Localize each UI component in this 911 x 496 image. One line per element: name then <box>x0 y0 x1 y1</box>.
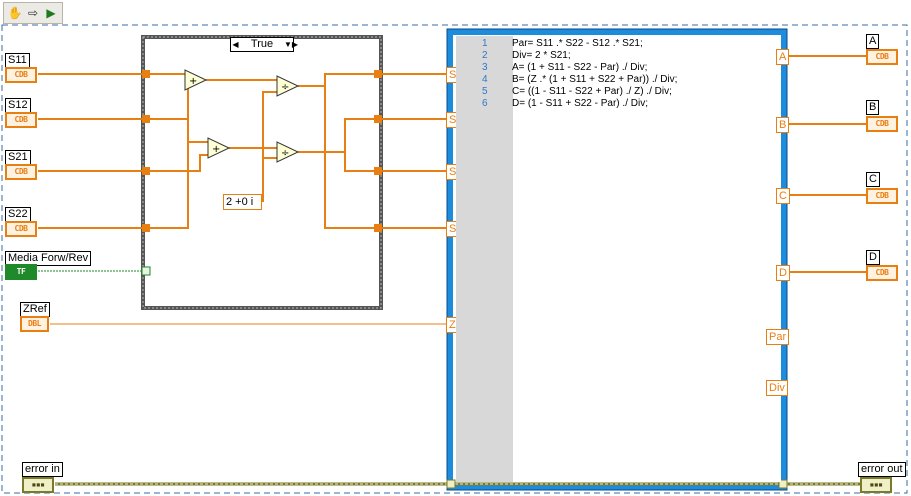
code-line: B= (Z .* (1 + S11 + S22 + Par)) ./ Div; <box>512 74 678 85</box>
s11-control[interactable]: CDB <box>5 67 37 83</box>
formula-output-div: Div <box>766 380 788 396</box>
line-number: 4 <box>482 74 488 85</box>
error-out-tunnel <box>778 479 788 489</box>
s12-control[interactable]: CDB <box>5 112 37 128</box>
formula-output-a: A <box>776 49 790 65</box>
input-wires <box>38 73 146 229</box>
line-number: 2 <box>482 50 488 61</box>
zref-label: ZRef <box>20 302 50 317</box>
formula-output-d: D <box>776 265 790 281</box>
error-in-tunnel <box>446 479 456 489</box>
zref-control[interactable]: DBL <box>20 316 49 332</box>
toolbar: ✋ ⇨ ▶ <box>3 2 63 24</box>
formula-node-frame <box>447 29 787 490</box>
c-label: C <box>866 172 880 187</box>
line-number: 6 <box>482 98 488 109</box>
case-inner-wires <box>150 73 378 229</box>
c-indicator[interactable]: CDB <box>866 188 898 204</box>
case-next-icon[interactable]: ▼▶ <box>284 40 299 49</box>
case-selector-value: True <box>250 38 274 50</box>
line-number-gutter <box>456 36 513 482</box>
formula-output-par: Par <box>766 329 790 345</box>
s12-label: S12 <box>5 98 31 113</box>
s21-label: S21 <box>5 150 31 165</box>
a-label: A <box>866 34 880 49</box>
add-node-1[interactable]: + <box>184 69 208 91</box>
media-label: Media Forw/Rev <box>5 251 92 266</box>
formula-output-b: B <box>776 117 790 133</box>
case-output-wires <box>381 73 448 229</box>
media-control[interactable]: TF <box>5 264 37 280</box>
arrow-right-icon[interactable]: ⇨ <box>27 6 39 20</box>
case-prev-icon[interactable]: ◀ <box>232 40 239 49</box>
code-line: Par= S11 .* S22 - S12 .* S21; <box>512 38 643 49</box>
line-number: 5 <box>482 86 488 97</box>
svg-text:÷: ÷ <box>281 82 289 93</box>
code-line: D= (1 - S11 + S22 - Par) ./ Div; <box>512 98 648 109</box>
complex-constant[interactable]: 2 +0 i <box>223 194 262 210</box>
s11-label: S11 <box>5 53 30 68</box>
d-label: D <box>866 250 880 265</box>
output-wires <box>787 55 868 273</box>
d-indicator[interactable]: CDB <box>866 265 898 281</box>
divide-node-1[interactable]: ÷ <box>276 75 300 97</box>
diagram-frame <box>1 24 908 494</box>
svg-text:+: + <box>212 144 220 155</box>
svg-text:÷: ÷ <box>281 148 289 159</box>
divide-node-2[interactable]: ÷ <box>276 141 300 163</box>
a-indicator[interactable]: CDB <box>866 49 898 65</box>
hand-icon[interactable]: ✋ <box>7 6 23 20</box>
line-number: 3 <box>482 62 488 73</box>
line-number: 1 <box>482 38 488 49</box>
case-tunnels <box>142 70 382 232</box>
b-label: B <box>866 100 880 115</box>
code-line: Div= 2 * S21; <box>512 50 571 61</box>
svg-text:+: + <box>189 76 197 87</box>
error-in-label: error in <box>22 462 63 477</box>
run-icon[interactable]: ▶ <box>46 6 56 20</box>
add-node-2[interactable]: + <box>207 137 231 159</box>
error-out-indicator[interactable]: ▪▪▪ <box>860 477 892 493</box>
s22-label: S22 <box>5 207 31 222</box>
b-indicator[interactable]: CDB <box>866 116 898 132</box>
error-out-label: error out <box>858 462 906 477</box>
code-line: A= (1 + S11 - S22 - Par) ./ Div; <box>512 62 648 73</box>
case-selector[interactable]: ◀ True ▼▶ <box>230 37 299 52</box>
formula-output-c: C <box>776 188 790 204</box>
error-in-control[interactable]: ▪▪▪ <box>22 477 54 493</box>
code-line: C= ((1 - S11 - S22 + Par) ./ Z) ./ Div; <box>512 86 672 97</box>
s22-control[interactable]: CDB <box>5 221 37 237</box>
formula-code[interactable]: 1 Par= S11 .* S22 - S12 .* S21; 2 Div= 2… <box>456 36 781 482</box>
s21-control[interactable]: CDB <box>5 164 37 180</box>
case-selector-tunnel <box>141 266 151 276</box>
